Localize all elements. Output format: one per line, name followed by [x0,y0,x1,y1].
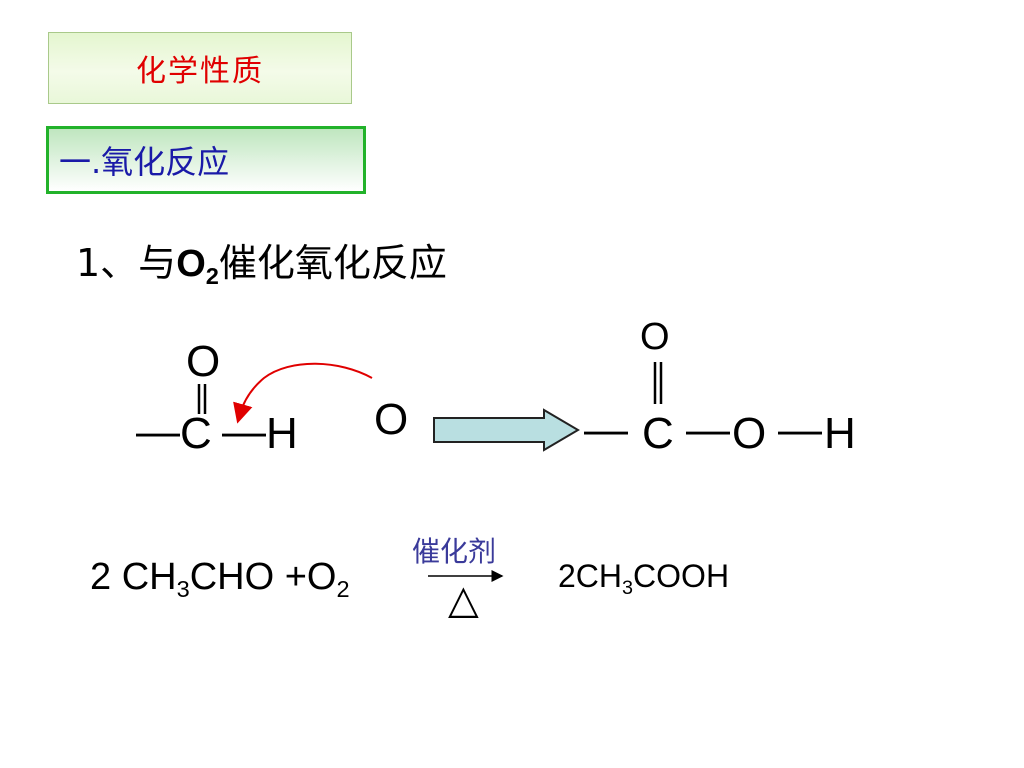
equation-plus-o: +O [284,556,337,598]
product-bond-2: — [778,405,822,454]
reaction-arrow [433,408,580,452]
product-top-oxygen: O [640,316,670,358]
reactant-hydrogen: H [266,409,298,458]
reactant-left-bond: — [136,407,180,456]
reactant-carbon: C [180,409,212,458]
section-box: 一.氧化反应 [46,126,366,194]
reactant-top-oxygen: O [186,337,221,386]
reactant-mid-bond: — [222,407,266,456]
product-hydrogen: H [824,409,856,458]
equation-sub-2: 2 [336,576,350,603]
product-formula-ch: 2CH [558,558,623,594]
equation-coefficient: 2 [90,556,112,598]
section-text: 一.氧化反应 [59,143,230,181]
product-bond-1: — [686,405,730,454]
heading-prefix: 1、与 [76,241,177,285]
product-left-bond: — [584,405,628,454]
oxygen-atom: O [374,395,409,444]
heat-symbol: △ [448,577,479,623]
electron-curve-arrow [233,362,373,424]
equation-sub-3: 3 [176,576,190,603]
heading-suffix: 催化氧化反应 [218,241,447,285]
heading-oxygen: O [176,243,206,285]
reaction-heading: 1、与O2催化氧化反应 [76,232,447,290]
product-carbon: C [642,409,674,458]
equation-cho: CHO [189,556,275,598]
title-box: 化学性质 [48,32,352,104]
heading-oxygen-subscript: 2 [205,263,219,290]
equation-reactants: 2 CH3CHO +O2 [90,556,350,603]
equation-product: 2CH3COOH [558,558,729,600]
product-formula-sub-3: 3 [622,576,634,599]
title-text: 化学性质 [136,54,264,89]
product-formula-cooh: COOH [633,558,730,594]
product-oxygen: O [732,409,767,458]
equation-ch: CH [121,556,177,598]
catalyst-label: 催化剂 [412,535,497,568]
